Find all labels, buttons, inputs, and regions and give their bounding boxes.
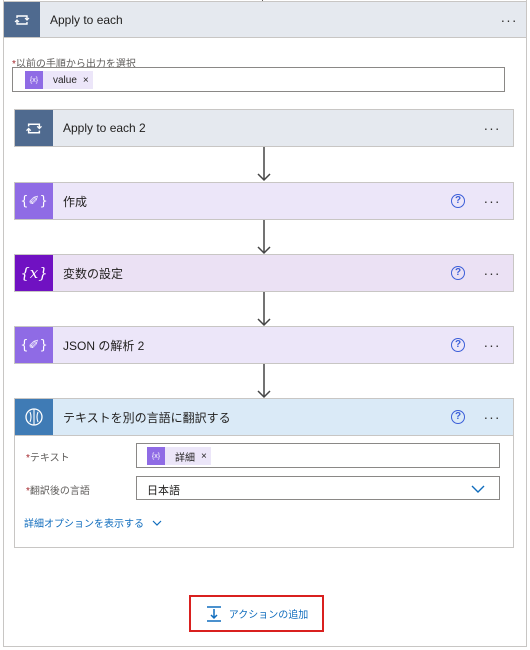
- apply-to-each-2-title: Apply to each 2: [63, 121, 146, 135]
- more-options-icon[interactable]: ···: [483, 409, 501, 425]
- target-language-value: 日本語: [147, 485, 180, 497]
- help-icon[interactable]: ?: [451, 266, 465, 280]
- chevron-down-icon: [471, 485, 485, 493]
- compose-header[interactable]: {✐} 作成 ? ···: [14, 182, 514, 220]
- expression-icon: {x}: [147, 447, 165, 465]
- more-options-icon[interactable]: ···: [483, 337, 501, 353]
- more-options-icon[interactable]: ···: [483, 193, 501, 209]
- flow-arrow: [256, 220, 272, 256]
- more-options-icon[interactable]: ···: [483, 120, 501, 136]
- remove-token-icon[interactable]: ×: [201, 450, 207, 462]
- target-language-select[interactable]: 日本語: [136, 476, 500, 500]
- expression-icon: {x}: [25, 71, 43, 89]
- variable-icon: {x}: [15, 255, 53, 291]
- remove-token-icon[interactable]: ×: [82, 74, 89, 86]
- more-options-icon[interactable]: ···: [500, 11, 518, 28]
- help-icon[interactable]: ?: [451, 338, 465, 352]
- compose-icon: {✐}: [15, 183, 53, 219]
- parse-json-header[interactable]: {✐} JSON の解析 2 ? ···: [14, 326, 514, 364]
- chevron-down-icon: [152, 520, 162, 526]
- flow-arrow: [256, 364, 272, 400]
- target-language-label: *翻訳後の言語: [26, 486, 90, 497]
- select-output-input[interactable]: {x} value ×: [12, 67, 505, 92]
- show-advanced-options-link[interactable]: 詳細オプションを表示する: [24, 515, 162, 530]
- set-variable-title: 変数の設定: [63, 266, 124, 281]
- apply-to-each-2-header[interactable]: Apply to each 2 ···: [14, 109, 514, 147]
- compose-icon: {✐}: [15, 327, 53, 363]
- flow-arrow: [256, 147, 272, 183]
- translate-header[interactable]: テキストを別の言語に翻訳する ? ···: [14, 398, 514, 436]
- add-step-icon: [206, 605, 221, 622]
- text-field-label: *テキスト: [26, 453, 70, 464]
- parse-json-title: JSON の解析 2: [63, 338, 145, 353]
- apply-to-each-title: Apply to each: [50, 12, 123, 27]
- value-token[interactable]: {x} value ×: [25, 71, 93, 89]
- token-text: value: [53, 74, 77, 86]
- help-icon[interactable]: ?: [451, 194, 465, 208]
- add-action-label: アクションの追加: [228, 610, 309, 621]
- text-field-input[interactable]: {x} 詳細 ×: [136, 443, 500, 468]
- translate-title: テキストを別の言語に翻訳する: [63, 410, 231, 425]
- details-token[interactable]: {x} 詳細 ×: [147, 447, 211, 465]
- token-text: 詳細: [175, 452, 195, 464]
- compose-title: 作成: [63, 194, 88, 209]
- apply-to-each-header[interactable]: Apply to each ···: [3, 1, 527, 38]
- more-options-icon[interactable]: ···: [483, 265, 501, 281]
- flow-arrow: [256, 292, 272, 328]
- set-variable-header[interactable]: {x} 変数の設定 ? ···: [14, 254, 514, 292]
- loop-icon: [4, 2, 40, 37]
- translator-icon: [15, 399, 53, 435]
- help-icon[interactable]: ?: [451, 410, 465, 424]
- loop-icon: [15, 110, 53, 146]
- add-action-button[interactable]: アクションの追加: [189, 595, 324, 632]
- select-output-label: *以前の手順から出力を選択: [12, 59, 136, 70]
